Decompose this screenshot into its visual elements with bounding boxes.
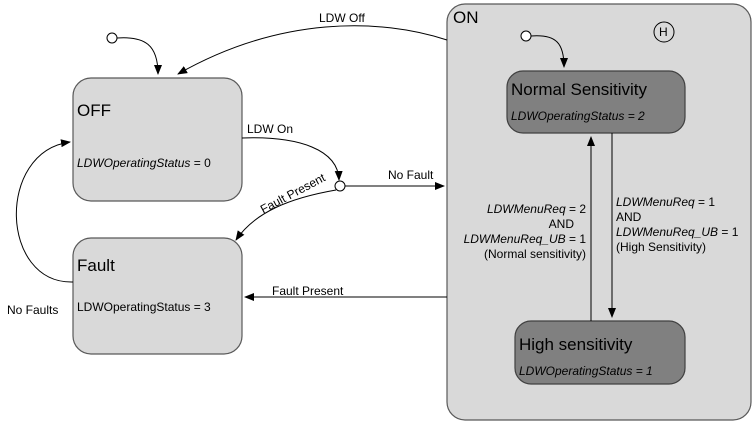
fault-state-title: Fault bbox=[77, 256, 115, 275]
normal-sensitivity-action: LDWOperatingStatus = 2 bbox=[511, 109, 645, 123]
history-state-label: H bbox=[659, 25, 668, 39]
on-state-title: ON bbox=[453, 8, 479, 27]
label-ldw-on: LDW On bbox=[247, 122, 294, 136]
transition-ldw-off bbox=[177, 25, 448, 75]
guard-to-high-line3: LDWMenuReq_UB = 1 bbox=[616, 225, 739, 239]
high-sensitivity-box bbox=[514, 320, 686, 385]
initial-transition-off bbox=[116, 37, 162, 75]
high-sensitivity-title: High sensitivity bbox=[519, 335, 633, 354]
initial-state-normal-icon bbox=[520, 30, 532, 42]
guard-to-high: LDWMenuReq = 1 AND LDWMenuReq_UB = 1 (Hi… bbox=[616, 195, 738, 255]
guard-to-high-line1: LDWMenuReq = 1 bbox=[616, 195, 716, 209]
history-state-icon bbox=[653, 21, 675, 43]
off-state-val: = 0 bbox=[193, 156, 211, 170]
fault-state-box bbox=[72, 237, 243, 355]
label-fault-present-on: Fault Present bbox=[272, 284, 344, 298]
normal-sensitivity-title: Normal Sensitivity bbox=[511, 80, 648, 99]
guard-to-high-line2: AND bbox=[616, 210, 642, 224]
guard-to-high-line4: (High Sensitivity) bbox=[616, 240, 707, 254]
guard-to-normal-line3: LDWMenuReq_UB = 1 bbox=[463, 232, 586, 246]
off-state-title: OFF bbox=[77, 101, 111, 120]
label-no-faults: No Faults bbox=[7, 303, 59, 317]
label-ldw-off: LDW Off bbox=[319, 11, 365, 25]
high-sensitivity-action: LDWOperatingStatus = 1 bbox=[519, 364, 653, 378]
guard-to-normal-line1: LDWMenuReq = 2 bbox=[486, 202, 586, 216]
guard-to-normal-line2: AND bbox=[548, 217, 574, 231]
guard-to-normal-line4: (Normal sensitivity) bbox=[483, 247, 586, 261]
transition-no-faults bbox=[15, 139, 74, 283]
fault-state-action: LDWOperatingStatus = 3 bbox=[77, 300, 211, 314]
normal-sensitivity-box bbox=[506, 70, 686, 134]
initial-transition-normal bbox=[530, 35, 568, 68]
off-state-var: LDWOperatingStatus bbox=[77, 156, 191, 170]
transition-ldw-on bbox=[241, 137, 343, 181]
transition-fault-present-junction bbox=[235, 189, 337, 241]
junction-icon bbox=[334, 180, 346, 192]
guard-to-normal: LDWMenuReq = 2 AND LDWMenuReq_UB = 1 (No… bbox=[464, 202, 586, 262]
initial-state-off-icon bbox=[106, 32, 118, 44]
off-state-action: LDWOperatingStatus = 0 bbox=[77, 156, 211, 170]
off-state-box bbox=[72, 77, 243, 202]
label-no-fault: No Fault bbox=[388, 168, 434, 182]
